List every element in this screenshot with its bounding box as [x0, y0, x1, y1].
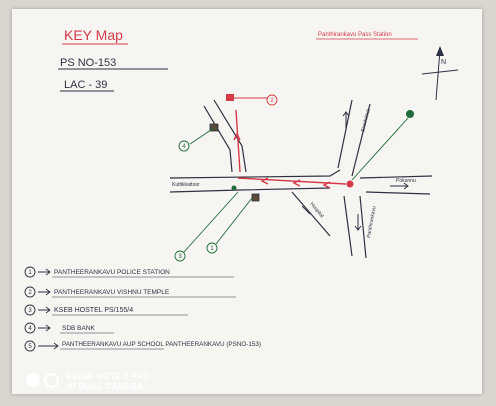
legend-text-4: SDB BANK	[62, 325, 96, 332]
svg-text:2: 2	[28, 290, 32, 296]
road-label-west: Kuttikkattoor	[172, 182, 200, 188]
legend-row-4: 4 SDB BANK	[24, 322, 114, 334]
svg-text:3: 3	[178, 254, 182, 260]
legend-row-5: 5 PANTHEERANKAVU AUP SCHOOL PANTHEERANKA…	[24, 340, 261, 352]
arrow-east	[390, 182, 409, 190]
legend: 1 PANTHEERANKAVU POLICE STATION 2 PANTHE…	[24, 266, 261, 352]
road-label-southeast: Panthirankavu	[366, 206, 377, 239]
svg-text:2: 2	[270, 98, 274, 104]
legend-text-2: PANTHEERANKAVU VISHNU TEMPLE	[54, 289, 170, 296]
leader-lines	[183, 97, 409, 253]
road-label-east: Pokunnu	[396, 178, 416, 184]
svg-text:1: 1	[28, 270, 32, 276]
watermark-camera: MI DUAL CAMERA	[66, 382, 144, 391]
legend-row-2: 2 PANTHEERANKAVU VISHNU TEMPLE	[24, 286, 236, 298]
marker-3: 3	[174, 250, 186, 262]
header-note: Panthirankavu Pass Station	[318, 32, 392, 38]
svg-text:1: 1	[210, 246, 214, 252]
road-labels: Eranhikkal Pokunnu Kuttikkattoor Hospita…	[172, 108, 416, 238]
road-label-south: Hospital	[308, 201, 324, 219]
route-arrow-2	[292, 179, 301, 187]
leader-6	[351, 117, 409, 181]
watermark-model: REDMI NOTE 5 PRO	[66, 372, 151, 381]
leader-3	[183, 191, 239, 253]
watermark-dot-ring	[44, 373, 59, 388]
marker-1: 1	[206, 242, 218, 254]
landmark-4	[209, 123, 219, 132]
svg-text:3: 3	[28, 308, 32, 314]
lac-number: LAC - 39	[64, 79, 107, 91]
road-main-left	[169, 169, 341, 179]
road-south-left	[291, 191, 331, 237]
legend-row-1: 1 PANTHEERANKAVU POLICE STATION	[24, 266, 234, 278]
road-north-east-right	[351, 103, 371, 177]
route-line-main	[237, 177, 347, 185]
svg-text:5: 5	[28, 344, 32, 350]
legend-text-5: PANTHEERANKAVU AUP SCHOOL PANTHEERANKAVU…	[62, 341, 261, 348]
landmark-2	[226, 94, 234, 101]
camera-watermark-logo	[26, 372, 64, 388]
leader-1	[215, 197, 253, 245]
road-east-upper	[359, 175, 433, 179]
compass-icon: N	[421, 46, 459, 101]
landmark-1	[251, 193, 260, 202]
road-north-right	[213, 99, 247, 173]
route-path	[233, 109, 347, 189]
paper-sheet	[12, 9, 482, 394]
legend-text-1: PANTHEERANKAVU POLICE STATION	[54, 269, 170, 276]
road-north-left	[203, 105, 233, 173]
svg-text:4: 4	[182, 144, 186, 150]
route-arrow-up	[233, 132, 241, 141]
route-line-north	[235, 109, 241, 173]
arrow-south	[354, 214, 362, 231]
road-south-east-left	[343, 195, 353, 257]
road-main-left-lower	[169, 187, 331, 193]
marker-4: 4	[178, 140, 190, 152]
road-north-east-left	[337, 99, 353, 169]
road-east-lower	[365, 191, 431, 195]
route-arrow-1	[260, 177, 269, 185]
legend-row-3: 3 KSEB HOSTEL PS/155/4	[24, 304, 188, 316]
marker-6	[406, 110, 414, 118]
ps-number: PS NO-153	[60, 57, 116, 69]
map-title: KEY Map	[64, 27, 123, 43]
landmark-small	[231, 185, 237, 191]
arrow-southwest	[301, 205, 311, 215]
route-arrow-3	[322, 181, 331, 189]
landmark-polling-station	[346, 180, 354, 188]
direction-arrows	[301, 111, 409, 231]
leader-4	[189, 127, 215, 145]
watermark-dot-filled	[26, 373, 40, 387]
road-south-east-right	[359, 195, 367, 259]
arrow-north	[342, 111, 350, 130]
legend-text-3: KSEB HOSTEL PS/155/4	[54, 307, 133, 314]
marker-2: 2	[266, 94, 278, 106]
svg-text:4: 4	[28, 326, 32, 332]
roads	[169, 99, 433, 259]
road-label-north: Eranhikkal	[360, 108, 372, 132]
compass-north: N	[441, 59, 446, 66]
